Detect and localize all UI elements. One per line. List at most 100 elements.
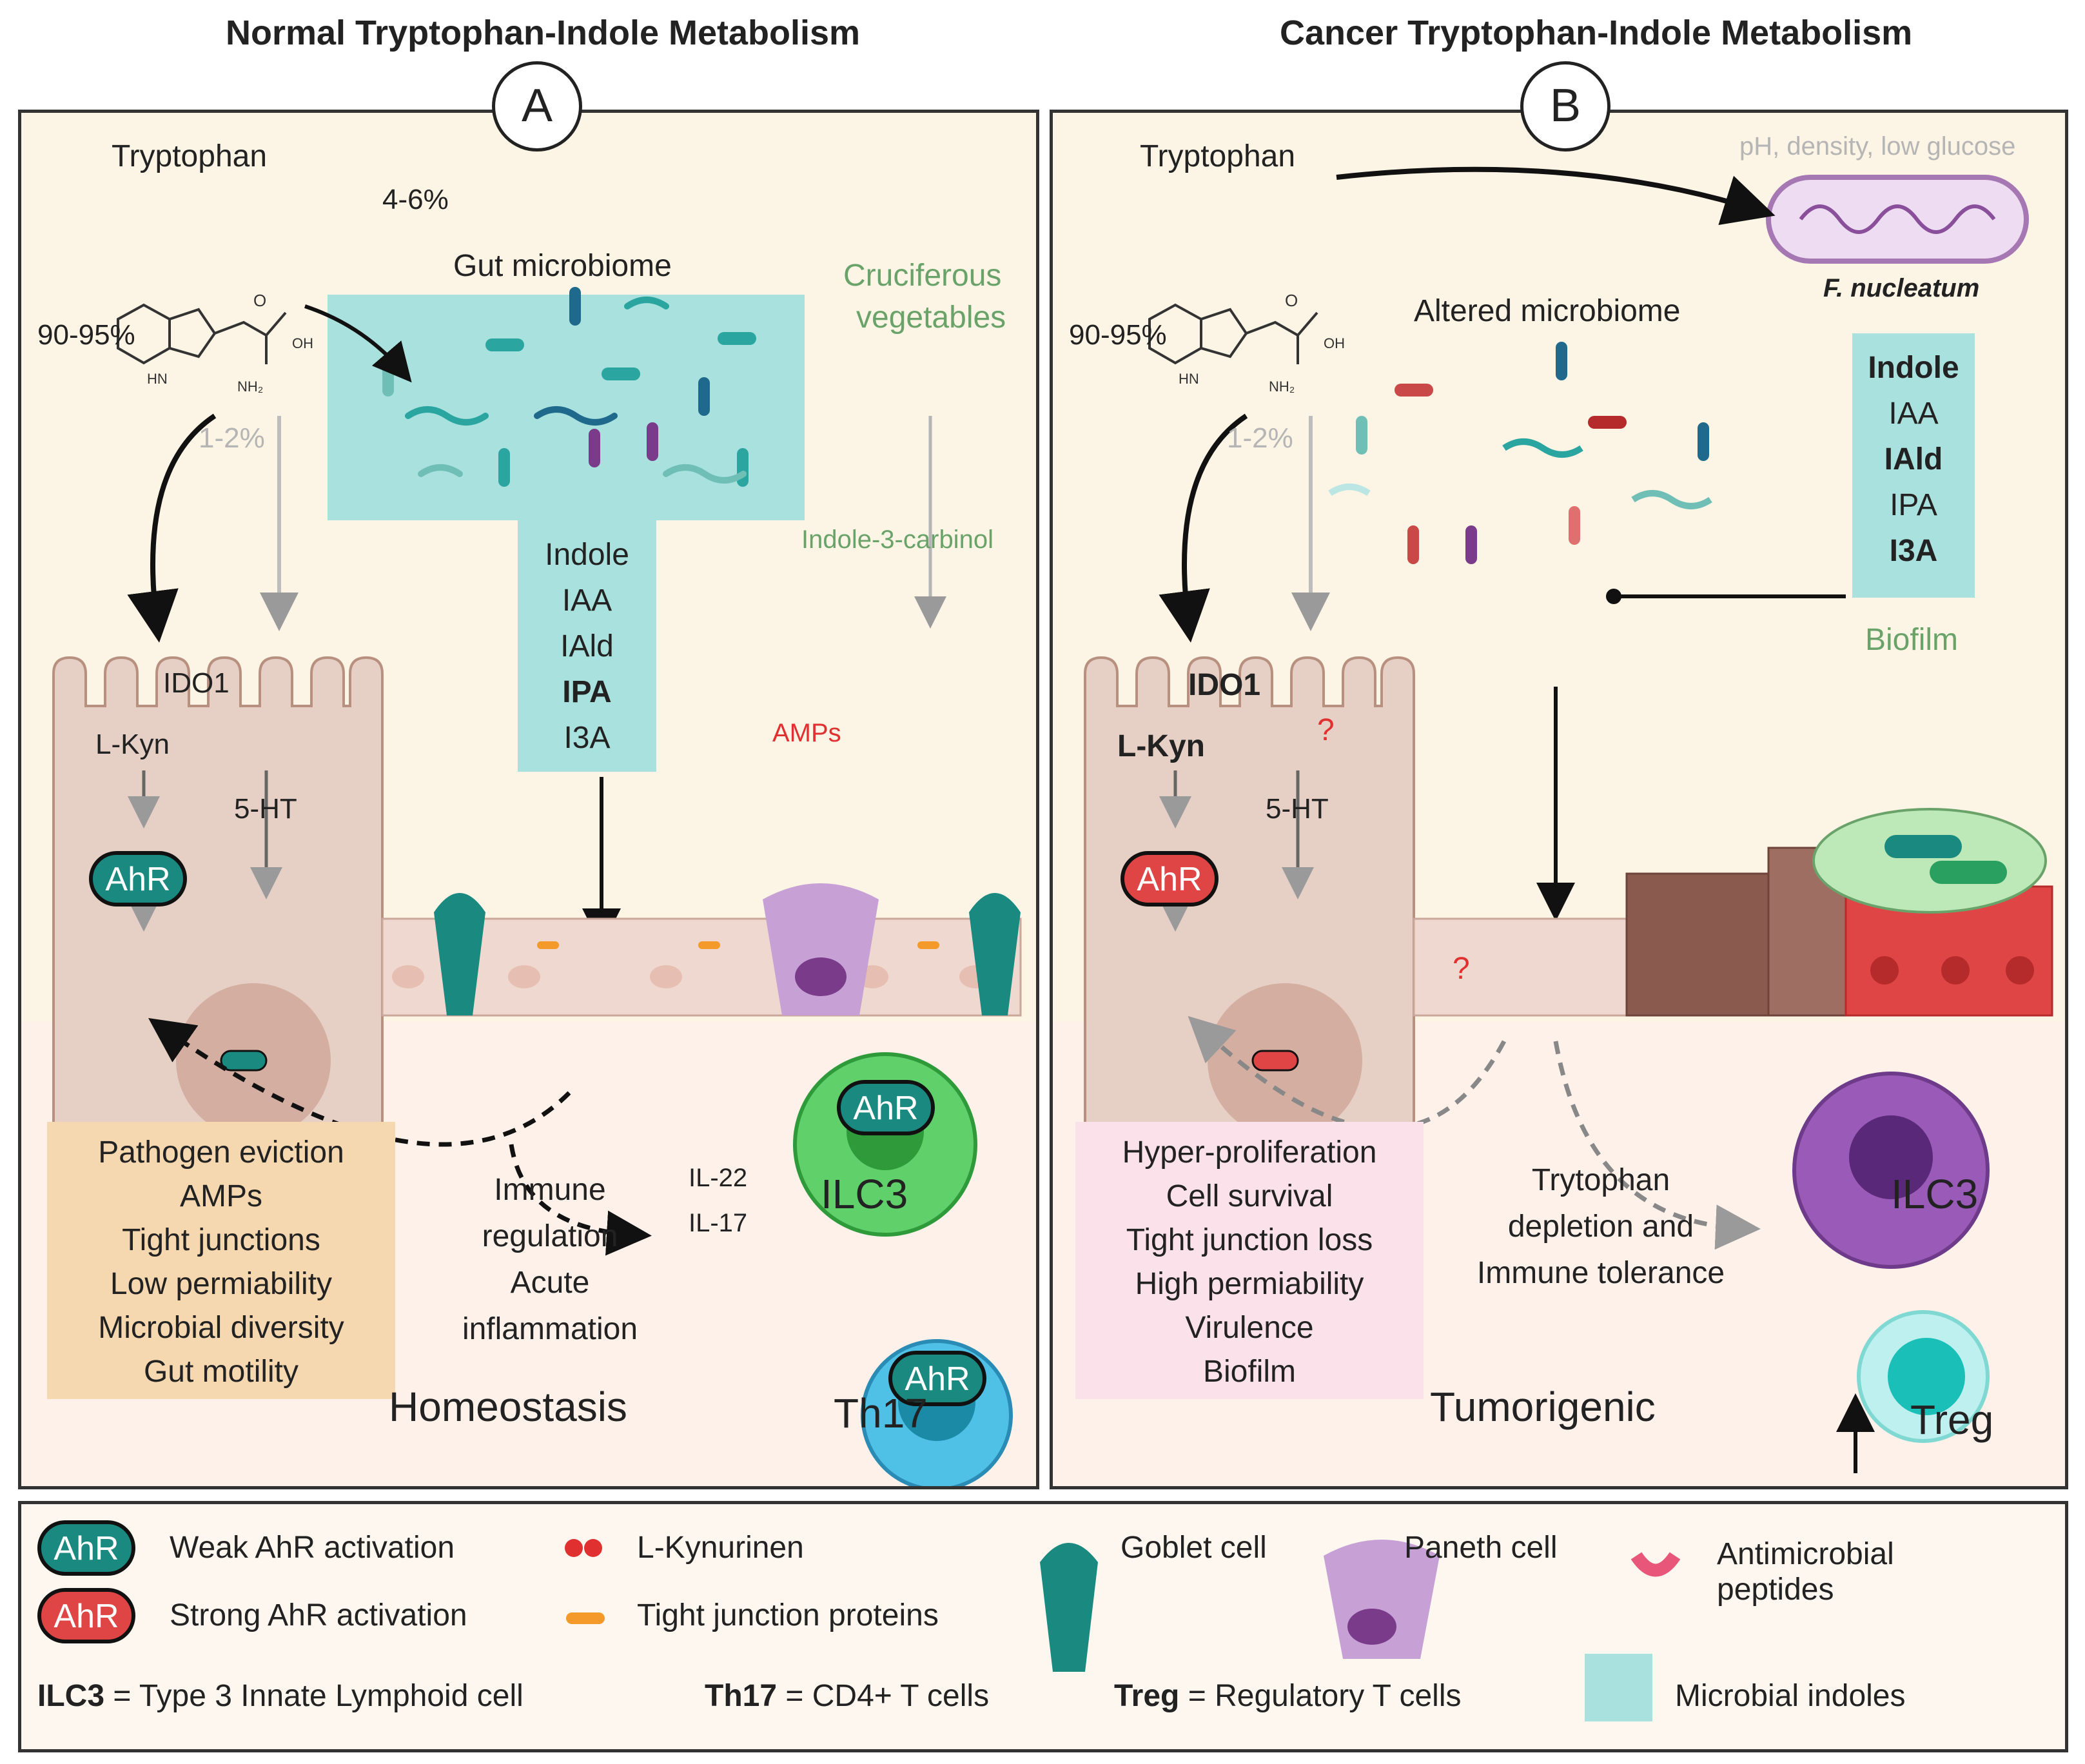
tryptophan-label-b: Tryptophan <box>1140 139 1296 173</box>
indole-item: IPA <box>562 675 612 709</box>
panel-b: O OH HN NH₂ <box>1050 61 2068 1489</box>
ilc3-label-b: ILC3 <box>1891 1171 1979 1217</box>
svg-text:OH: OH <box>1324 335 1345 351</box>
ilc3-ahr-badge: AhR <box>837 1080 935 1135</box>
percent-main: 90-95% <box>37 319 135 351</box>
panel-b-title: Cancer Tryptophan-Indole Metabolism <box>1280 14 1913 52</box>
depletion-line: Trytophan <box>1531 1163 1670 1197</box>
percent-microbiome: 4-6% <box>382 184 449 215</box>
amps-label: AMPs <box>772 719 841 747</box>
tumorigenic-label: Tumorigenic <box>1430 1384 1656 1430</box>
legend-indoles-text: Microbial indoles <box>1675 1679 1906 1713</box>
legend-strong-text: Strong AhR activation <box>170 1598 467 1632</box>
5ht-label: 5-HT <box>234 793 297 825</box>
svg-text:NH₂: NH₂ <box>237 378 263 395</box>
outcome-item: Pathogen eviction <box>98 1135 344 1170</box>
ilc3-abbr: ILC3 <box>37 1679 105 1713</box>
indole-item: I3A <box>1889 534 1938 568</box>
indole-item: IAA <box>562 583 612 618</box>
treg-label: Treg <box>1910 1396 1994 1443</box>
ido1-label-b: IDO1 <box>1188 668 1261 702</box>
legend-amp-text-2: peptides <box>1717 1573 1834 1607</box>
tumorigenic-outcomes: Hyper-proliferation Cell survival Tight … <box>1075 1122 1424 1399</box>
outcome-item: High permiability <box>1135 1267 1364 1301</box>
th17-abbr: Th17 <box>705 1679 778 1713</box>
outcome-item: Tight junctions <box>122 1223 320 1257</box>
panel-a: O OH HN NH₂ <box>18 61 1039 1489</box>
immune-line: Acute <box>510 1266 590 1300</box>
outcome-item: Gut motility <box>143 1355 299 1389</box>
conditions-label: pH, density, low glucose <box>1739 132 2016 161</box>
legend-treg-def: Treg = Regulatory T cells <box>1114 1678 1461 1714</box>
legend-ahr-strong: AhR <box>37 1588 135 1643</box>
gut-microbiome-label: Gut microbiome <box>453 249 672 283</box>
legend: AhR Weak AhR activation AhR Strong AhR a… <box>18 1501 2068 1752</box>
indole-item: Indole <box>545 538 629 572</box>
legend-amp-text-1: Antimicrobial <box>1717 1537 1894 1571</box>
treg-def: = Regulatory T cells <box>1179 1679 1462 1713</box>
legend-th17-def: Th17 = CD4+ T cells <box>705 1678 989 1714</box>
vegetables-label: vegetables <box>856 300 1006 335</box>
svg-text:O: O <box>1285 291 1298 310</box>
legend-ahr-weak: AhR <box>37 1520 135 1576</box>
tryptophan-label: Tryptophan <box>112 139 268 173</box>
lkyn-label-b: L-Kyn <box>1117 729 1205 763</box>
legend-goblet-text: Goblet cell <box>1121 1531 1267 1565</box>
indole-item: IPA <box>1890 488 1937 522</box>
indole-item: IAA <box>1888 397 1939 431</box>
legend-paneth-text: Paneth cell <box>1404 1531 1558 1565</box>
outcome-item: Tight junction loss <box>1126 1223 1373 1257</box>
legend-weak-text: Weak AhR activation <box>170 1531 455 1565</box>
svg-text:O: O <box>253 291 266 310</box>
panel-a-label: A <box>492 61 582 152</box>
panel-a-illustration: O OH HN NH₂ <box>52 287 1022 1486</box>
indole3carbinol-label: Indole-3-carbinol <box>801 525 994 554</box>
il17-label: IL-17 <box>689 1209 748 1237</box>
legend-symbols <box>565 1539 1681 1721</box>
altered-microbiome-label: Altered microbiome <box>1414 294 1681 328</box>
percent-5ht: 1-2% <box>199 422 265 454</box>
svg-text:NH₂: NH₂ <box>1269 378 1295 395</box>
legend-tj-text: Tight junction proteins <box>637 1598 939 1632</box>
outcome-item: Hyper-proliferation <box>1122 1135 1377 1170</box>
immune-line: regulation <box>482 1219 618 1253</box>
homeostasis-outcomes: Pathogen eviction AMPs Tight junctions L… <box>47 1122 395 1399</box>
ido1-label: IDO1 <box>163 667 230 699</box>
depletion-line: depletion and <box>1507 1210 1694 1244</box>
ahr-weak-badge: AhR <box>89 851 187 906</box>
outcome-item: AMPs <box>179 1179 262 1213</box>
outcome-item: Low permiability <box>110 1267 333 1301</box>
il22-label: IL-22 <box>689 1164 748 1192</box>
indole-item: I3A <box>563 721 611 755</box>
depletion-line: Immune tolerance <box>1476 1256 1725 1290</box>
biofilm-label: Biofilm <box>1865 623 1959 657</box>
indole-item: IAld <box>1884 442 1943 476</box>
homeostasis-label: Homeostasis <box>389 1384 627 1430</box>
treg-abbr: Treg <box>1114 1679 1180 1713</box>
depletion-text: Trytophan depletion and Immune tolerance <box>1446 1157 1756 1297</box>
outcome-item: Cell survival <box>1166 1179 1333 1213</box>
ilc3-label: ILC3 <box>821 1171 908 1217</box>
svg-text:OH: OH <box>292 335 313 351</box>
outcome-item: Microbial diversity <box>98 1311 344 1345</box>
indole-list: Indole IAA IAld IPA I3A <box>518 532 656 761</box>
th17-ahr-badge: AhR <box>888 1351 986 1406</box>
indole-list-b: Indole IAA IAld IPA I3A <box>1852 345 1975 574</box>
percent-main-b: 90-95% <box>1069 319 1167 351</box>
5ht-label-b: 5-HT <box>1266 793 1329 825</box>
ahr-strong-badge: AhR <box>1121 851 1219 906</box>
th17-label: Th17 <box>834 1390 928 1436</box>
svg-text:HN: HN <box>1179 371 1199 387</box>
svg-text:HN: HN <box>147 371 168 387</box>
legend-ilc3-def: ILC3 = Type 3 Innate Lymphoid cell <box>37 1678 524 1714</box>
immune-line: Immune <box>494 1173 606 1207</box>
panel-b-label: B <box>1520 61 1610 152</box>
question-mark: ? <box>1317 713 1335 747</box>
question-mark-2: ? <box>1453 952 1470 986</box>
immune-line: inflammation <box>462 1312 638 1346</box>
outcome-item: Virulence <box>1185 1311 1314 1345</box>
immune-text: Immune regulation Acute inflammation <box>421 1167 679 1353</box>
fnucleatum-label: F. nucleatum <box>1823 274 1980 302</box>
lkyn-label: L-Kyn <box>95 729 170 760</box>
legend-lkyn-text: L-Kynurinen <box>637 1531 804 1565</box>
